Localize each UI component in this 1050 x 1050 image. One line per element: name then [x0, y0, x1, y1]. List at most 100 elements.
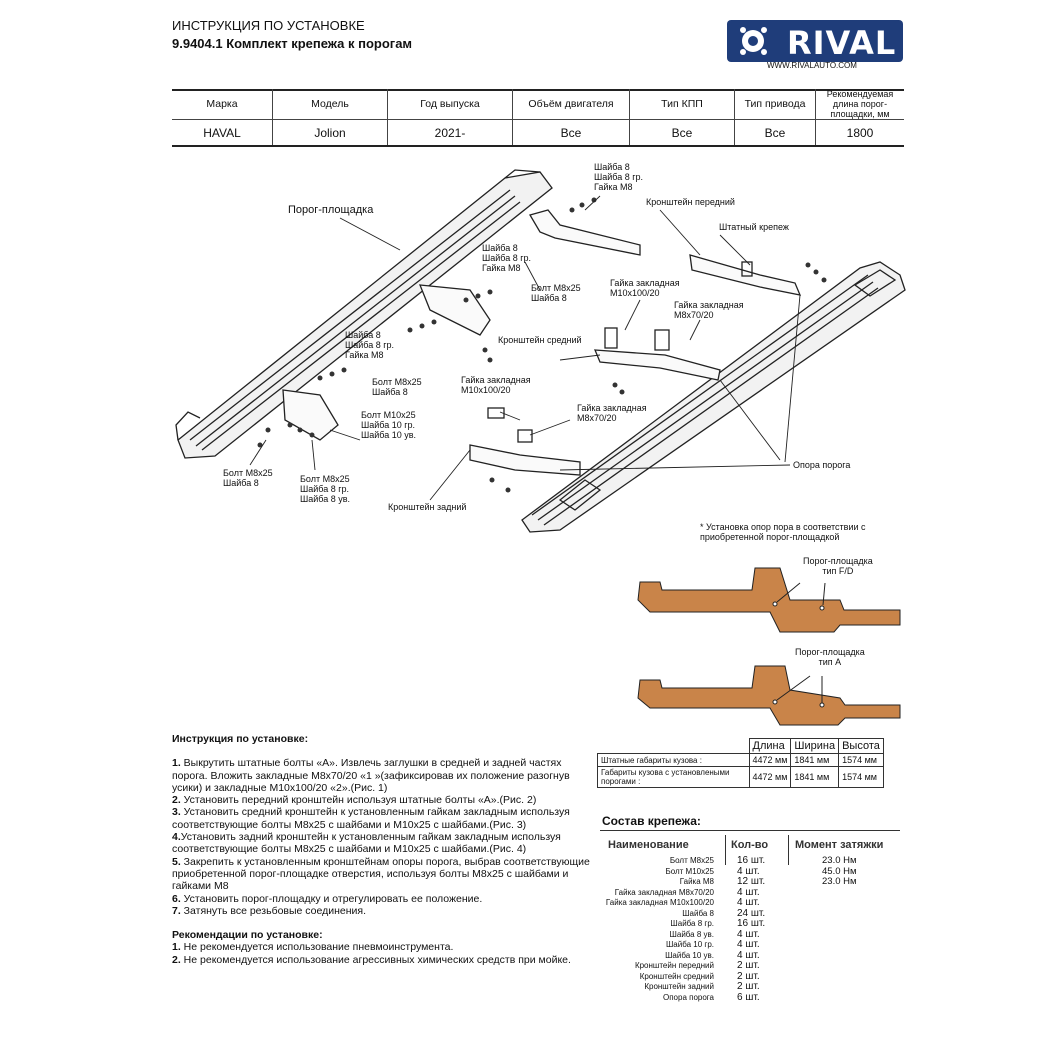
label-insert-nut-3: Гайка закладная М10х100/20 — [461, 375, 531, 395]
dims-row: Штатные габариты кузова : 4472 мм 1841 м… — [597, 753, 884, 767]
label-sill-support: Опора порога — [793, 460, 851, 470]
fastener-torque: 23.0 Нм — [822, 876, 857, 887]
fastener-name: Шайба 10 гр. — [665, 940, 714, 949]
dims-cell: 1841 мм — [790, 766, 840, 788]
fastener-name: Шайба 8 — [682, 908, 714, 918]
fastener-qty: 6 шт. — [737, 991, 760, 1003]
running-board-upper — [175, 169, 553, 459]
fastener-row: Кронштейн задний 2 шт. — [600, 981, 900, 993]
fastener-qty: 2 шт. — [737, 970, 760, 982]
fastener-name: Кронштейн задний — [644, 982, 714, 991]
recommendation-item-number: 2. — [172, 953, 181, 966]
label-bracket-middle: Кронштейн средний — [498, 335, 582, 345]
label-insert-nut-1: Гайка закладная М10х100/20 — [610, 278, 680, 298]
fastener-qty: 4 шт. — [737, 928, 760, 940]
dims-header-cell — [597, 738, 750, 754]
label-sill-type-a: Порог-площадка тип А — [795, 647, 865, 667]
running-board-lower — [521, 261, 906, 533]
col-divider — [788, 835, 789, 865]
instruction-step-text: Выкрутить штатные болты «А». Извлечь заг… — [172, 757, 570, 794]
recommendation-item-text: Не рекомендуется использование агрессивн… — [180, 953, 571, 966]
col-qty-header: Кол-во — [731, 839, 769, 851]
instruction-step-number: 6. — [172, 892, 181, 905]
instruction-step-text: Закрепить к установленным кронштейнам оп… — [172, 855, 590, 893]
fastener-row: Опора порога 6 шт. — [600, 991, 900, 1004]
instruction-step-text: Затянуть все резьбовые соединения. — [180, 904, 367, 917]
spec-value-cell: Все — [734, 119, 816, 146]
dims-cell: 1841 мм — [790, 753, 840, 767]
fastener-row: Шайба 8 гр.16 шт. — [600, 918, 900, 930]
note-support-install: * Установка опор пора в соответствии с п… — [700, 522, 866, 542]
dims-header-cell: Ширина — [790, 738, 840, 754]
label-washers-nut-3: Шайба 8 Шайба 8 гр. Гайка М8 — [345, 330, 395, 360]
spec-value-cell: HAVAL — [203, 126, 241, 140]
recommendation-item-number: 1. — [172, 941, 181, 954]
recommendation-item: 1. Не рекомендуется использование пневмо… — [172, 941, 592, 953]
spec-header-cell: Модель — [272, 89, 388, 120]
instructions-steps: 1. Выкрутить штатные болты «А». Извлечь … — [172, 757, 592, 917]
instruction-step: 3. Установить средний кронштейн к устано… — [172, 806, 592, 831]
bracket-rear — [282, 389, 581, 476]
instruction-step: 1. Выкрутить штатные болты «А». Извлечь … — [172, 757, 592, 794]
label-insert-nut-2: Гайка закладная М8х70/20 — [674, 300, 744, 320]
instruction-step: 2. Установить передний кронштейн использ… — [172, 794, 592, 806]
fastener-name: Кронштейн передний — [634, 961, 714, 970]
dims-row: Габариты кузова с установлеными порогами… — [597, 766, 884, 788]
spec-header-cell: Тип привода — [734, 89, 816, 120]
doc-title: ИНСТРУКЦИЯ ПО УСТАНОВКЕ — [172, 18, 365, 33]
col-torque-header: Момент затяжки — [795, 839, 884, 851]
label-bolt-washer-c: Болт М8х25 Шайба 8 — [223, 468, 273, 488]
recommendation-item-text: Не рекомендуется использование пневмоинс… — [180, 941, 454, 954]
dims-cell: 4472 мм — [748, 753, 792, 767]
label-bracket-front: Кронштейн передний — [646, 197, 735, 207]
fastener-name: Болт М10х25 — [665, 866, 714, 876]
fastener-qty: 12 шт. — [737, 876, 766, 887]
fastener-row: Шайба 10 ув.4 шт. — [600, 949, 900, 962]
spec-header-cell: Объём двигателя — [512, 89, 630, 120]
fastener-name: Опора порога — [663, 992, 714, 1002]
dims-cell: 1574 мм — [838, 766, 884, 788]
dims-row-label: Габариты кузова с установлеными порогами… — [597, 766, 750, 788]
spec-value-cell: Все — [629, 119, 735, 146]
fastener-qty: 2 шт. — [737, 981, 760, 992]
instruction-step: 6. Установить порог-площадку и отрегулир… — [172, 893, 592, 905]
spec-value-cell: 1800 — [815, 119, 904, 146]
instruction-step: 4.Установить задний кронштейн к установл… — [172, 831, 592, 856]
label-bolt-washer-d: Болт М8х25 Шайба 8 гр. Шайба 8 ув. — [300, 474, 351, 504]
fastener-qty: 4 шт. — [737, 886, 760, 898]
spec-table: Марка Модель Год выпуска Объём двигателя… — [172, 89, 904, 146]
label-sill-type-fd: Порог-площадка тип F/D — [803, 556, 873, 576]
fastener-torque: 45.0 Нм — [822, 865, 857, 877]
sill-type-a-illustration — [637, 665, 901, 726]
fastener-torque: 23.0 Нм — [822, 855, 857, 866]
label-running-board: Порог-площадка — [288, 204, 374, 216]
spec-header-cell: Рекомендуемая длина порог-площадки, мм — [815, 89, 904, 120]
instruction-step-number: 7. — [172, 904, 181, 917]
instruction-step-number: 3. — [172, 806, 181, 819]
fastener-qty: 4 шт. — [737, 949, 760, 961]
dims-cell: 1574 мм — [838, 753, 884, 767]
spec-header-cell: Год выпуска — [387, 89, 513, 120]
doc-subtitle: 9.9404.1 Комплект крепежа к порогам — [172, 36, 413, 51]
spec-table-bottom-rule — [172, 145, 904, 147]
fastener-name: Гайка закладная М8х70/20 — [614, 887, 714, 897]
dimensions-table: Длина Ширина Высота Штатные габариты куз… — [597, 738, 884, 788]
logo-emblem-icon — [740, 27, 767, 55]
fasteners — [257, 197, 827, 493]
fastener-row: Гайка закладная М8х70/20 4 шт. — [600, 886, 900, 899]
dims-header-cell: Высота — [838, 738, 884, 754]
label-bolt-washer-b: Болт М8х25 Шайба 8 — [372, 377, 422, 397]
fastener-name: Гайка закладная М10х100/20 — [605, 898, 714, 907]
col-name-header: Наименование — [608, 839, 689, 851]
instructions-title: Инструкция по установке: — [172, 733, 309, 745]
recommendations-list: 1. Не рекомендуется использование пневмо… — [172, 941, 592, 966]
fastener-list-rule — [600, 830, 900, 831]
sill-type-fd-illustration — [637, 567, 901, 633]
rival-logo: RIVAL — [727, 20, 903, 62]
spec-value-cell: Jolion — [272, 119, 388, 146]
